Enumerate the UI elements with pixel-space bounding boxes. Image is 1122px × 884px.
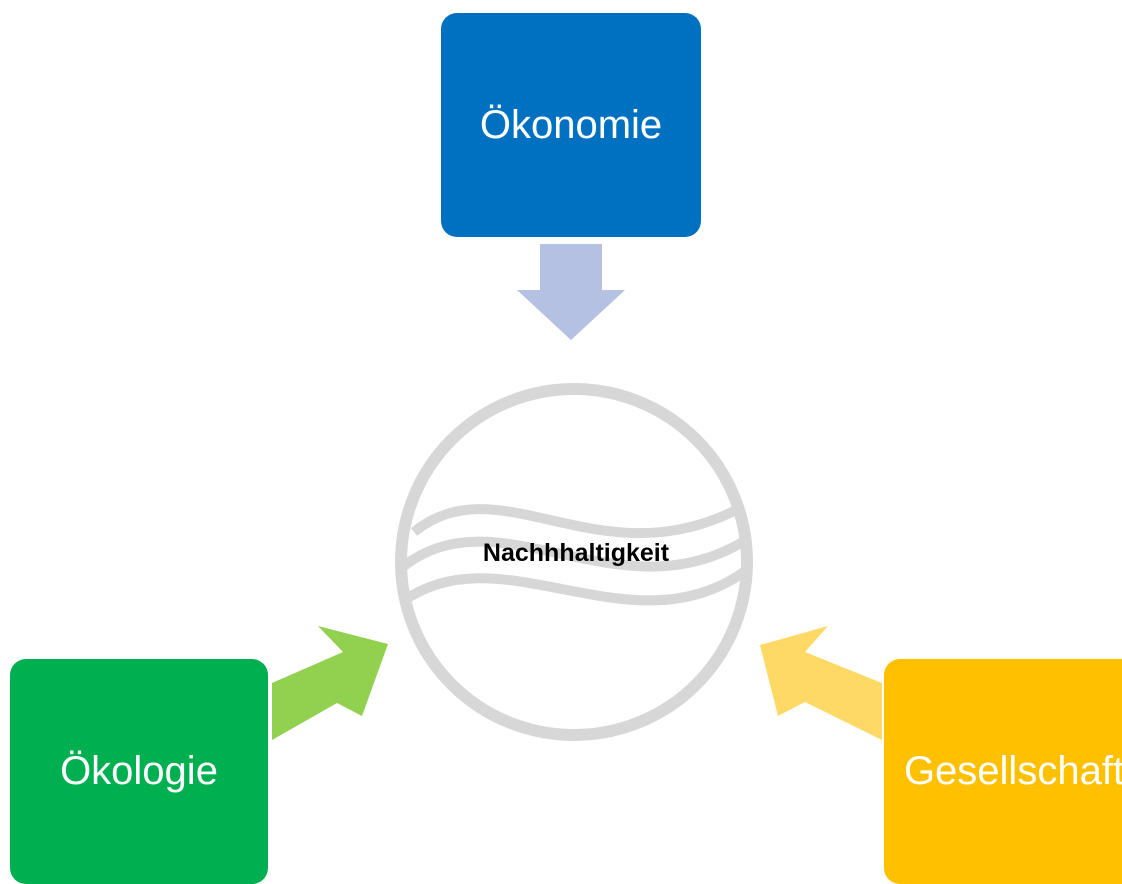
globe-wave-1 <box>410 503 743 539</box>
pillar-label-ecology: Ökologie <box>60 749 218 793</box>
pillar-box-ecology: Ökologie <box>10 659 268 884</box>
center-label: Nachhhaltigkeit <box>482 539 670 567</box>
arrow-society-to-center <box>760 626 882 740</box>
pillar-label-society: Gesellschaft <box>903 749 1122 793</box>
pillar-box-economy: Ökonomie <box>441 13 701 237</box>
arrow-ecology-to-center <box>272 626 388 740</box>
globe-wave-3 <box>399 567 747 607</box>
arrow-economy-to-center <box>517 244 625 340</box>
globe-wave-2 <box>400 535 749 572</box>
pillar-label-economy: Ökonomie <box>479 102 663 147</box>
pillar-box-society: Gesellschaft <box>884 659 1122 884</box>
